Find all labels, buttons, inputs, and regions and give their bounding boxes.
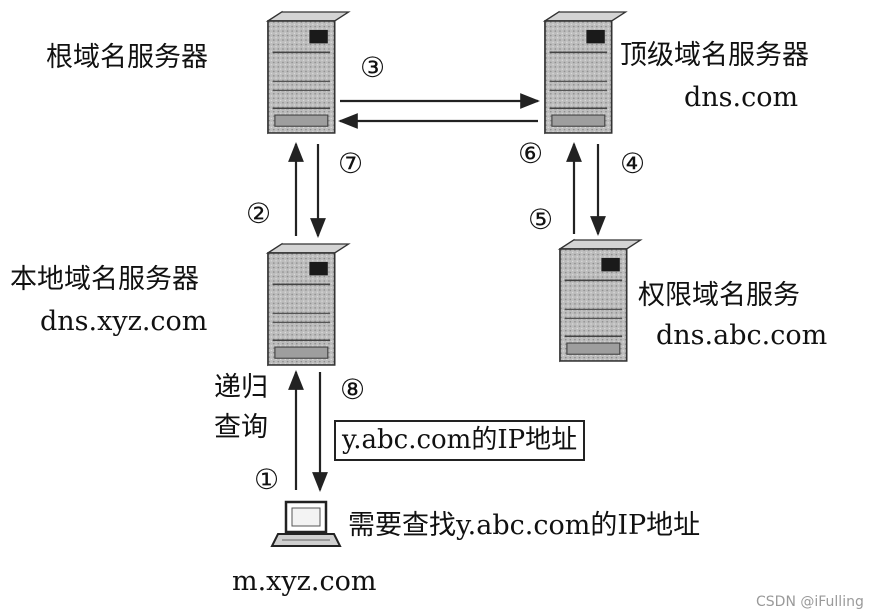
tld-server-icon [544, 11, 627, 134]
auth-server-title: 权限域名服务 [638, 280, 800, 311]
root-server-icon [267, 11, 350, 134]
query-mode-line2: 查询 [214, 412, 268, 443]
step-6-label: ⑥ [518, 137, 544, 170]
step-1-label: ① [254, 463, 280, 496]
client-host: m.xyz.com [232, 566, 377, 597]
local-server-title: 本地域名服务器 [10, 264, 199, 295]
query-mode-line1: 递归 [214, 372, 268, 403]
answer-box: y.abc.com的IP地址 [334, 420, 586, 461]
step-4-label: ④ [620, 147, 646, 180]
local-server-icon [267, 243, 350, 366]
step-2-label: ② [246, 197, 272, 230]
step-3-label: ③ [360, 51, 386, 84]
auth-server-icon [559, 239, 642, 362]
client-request: 需要查找y.abc.com的IP地址 [348, 510, 701, 541]
local-server-host: dns.xyz.com [40, 306, 208, 337]
watermark: CSDN @iFulling [756, 594, 864, 610]
client-computer-icon [270, 500, 342, 547]
step-5-label: ⑤ [528, 203, 554, 236]
tld-server-title: 顶级域名服务器 [620, 40, 809, 71]
tld-server-host: dns.com [684, 82, 799, 113]
root-server-title: 根域名服务器 [46, 42, 208, 73]
step-7-label: ⑦ [338, 147, 364, 180]
auth-server-host: dns.abc.com [656, 320, 828, 351]
step-8-label: ⑧ [340, 373, 366, 406]
